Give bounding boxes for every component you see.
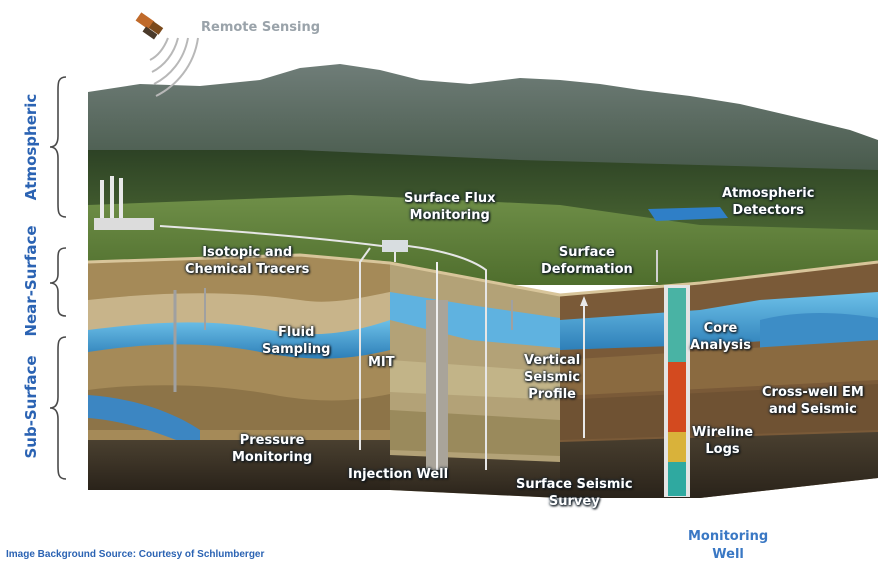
- label-line: Surface Flux: [404, 191, 496, 206]
- label-mit: MIT: [368, 355, 395, 370]
- label-line: Monitoring: [232, 450, 313, 465]
- remote-sensing-label: Remote Sensing: [201, 20, 321, 35]
- smokestack-icon: [94, 176, 154, 230]
- label-fluid-sampling: Fluid Sampling: [262, 324, 330, 358]
- label-vertical-seismic-profile: Vertical Seismic Profile: [524, 352, 580, 403]
- label-line: Logs: [705, 442, 740, 457]
- aquifer-left: [88, 320, 390, 359]
- label-line: Well: [712, 547, 744, 562]
- satellite-icon: [135, 12, 164, 40]
- monitoring-well-column: [664, 285, 690, 497]
- atmospheric-detector-pool: [648, 207, 728, 221]
- label-line: Fluid: [278, 325, 315, 340]
- label-surface-deformation: Surface Deformation: [541, 244, 633, 278]
- label-line: Vertical: [524, 353, 581, 368]
- label-line: Detectors: [732, 203, 805, 218]
- label-wireline-logs: Wireline Logs: [692, 424, 753, 458]
- label-line: Sampling: [262, 342, 331, 357]
- label-line: Isotopic and: [202, 245, 293, 260]
- monitoring-tower-icon: [382, 240, 408, 262]
- label-line: Monitoring: [409, 208, 490, 223]
- label-line: Wireline: [692, 425, 754, 440]
- label-line: Cross-well EM: [762, 385, 864, 400]
- label-injection-well: Injection Well: [348, 467, 449, 482]
- label-isotopic-chemical-tracers: Isotopic and Chemical Tracers: [185, 244, 309, 278]
- label-atmospheric-detectors: Atmospheric Detectors: [722, 185, 814, 219]
- label-line: Surface Seismic: [516, 477, 633, 492]
- label-surface-seismic-survey: Surface Seismic Survey: [516, 476, 633, 510]
- label-line: and Seismic: [768, 402, 857, 417]
- label-line: Chemical Tracers: [185, 262, 310, 277]
- label-line: Deformation: [541, 262, 633, 277]
- zone-label-near-surface: Near-Surface: [22, 225, 40, 337]
- label-line: Analysis: [690, 338, 751, 353]
- zone-label-sub-surface: Sub-Surface: [22, 355, 40, 459]
- label-line: Surface: [558, 245, 615, 260]
- source-credit: Image Background Source: Courtesy of Sch…: [6, 549, 265, 560]
- zone-label-atmospheric: Atmospheric: [22, 93, 40, 201]
- label-line: Core: [703, 321, 738, 336]
- signal-wave-icon: [149, 37, 199, 97]
- label-line: Survey: [548, 494, 600, 509]
- aquifer-left-lower: [88, 395, 200, 450]
- label-monitoring-well: Monitoring Well: [688, 528, 768, 564]
- label-pressure-monitoring: Pressure Monitoring: [232, 432, 312, 466]
- label-line: Profile: [528, 387, 576, 402]
- bracket-icon: [49, 76, 67, 480]
- label-line: Seismic: [524, 370, 581, 385]
- label-surface-flux-monitoring: Surface Flux Monitoring: [404, 190, 495, 224]
- label-core-analysis: Core Analysis: [690, 320, 751, 354]
- label-line: Monitoring: [688, 529, 769, 544]
- label-line: Pressure: [239, 433, 305, 448]
- label-line: Atmospheric: [722, 186, 815, 201]
- label-cross-well-em-seismic: Cross-well EM and Seismic: [762, 384, 864, 418]
